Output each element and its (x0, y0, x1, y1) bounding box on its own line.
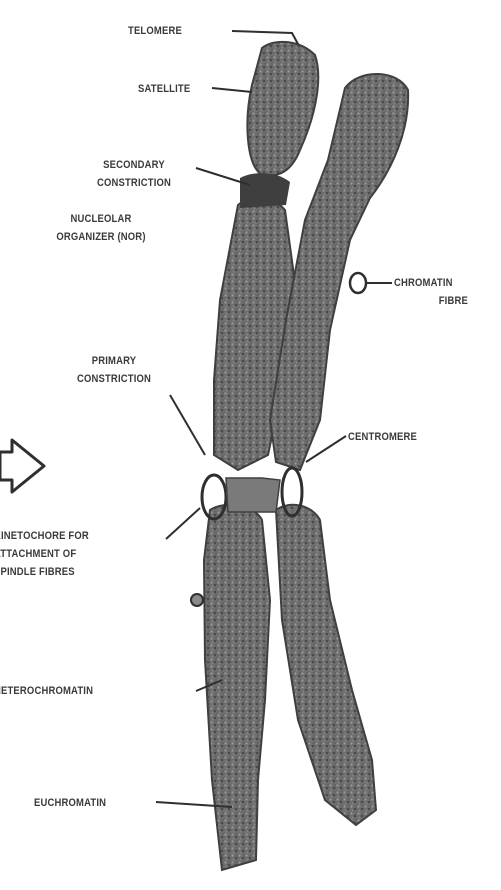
kinetochore-leader (166, 508, 200, 539)
satellite-leader (212, 88, 252, 92)
satellite-label: SATELLITE (138, 80, 190, 98)
nucleolar-organizer-line-2: ORGANIZER (NOR) (19, 228, 182, 246)
heterochromatin-label: HETEROCHROMATIN (0, 682, 93, 700)
centromere-label: CENTROMERE (348, 428, 417, 446)
secondary-constriction-leader (196, 168, 250, 185)
euchromatin-label: EUCHROMATIN (34, 794, 106, 812)
secondary-constriction-label: SECONDARY CONSTRICTION (74, 156, 194, 192)
secondary-constriction-line-2: CONSTRICTION (74, 174, 194, 192)
kinetochore-line-1: KINETOCHORE FOR (0, 527, 89, 545)
chromatin-fibre-label: CHROMATIN FIBRE (394, 274, 489, 310)
telomere-label: TELOMERE (128, 22, 182, 40)
nucleolar-organizer-label: NUCLEOLAR ORGANIZER (NOR) (19, 210, 182, 246)
right-chromatid (270, 74, 408, 825)
arrow-icon (0, 440, 44, 492)
chromatin-fibre-loop (350, 273, 366, 293)
lower-right-arm (276, 505, 376, 825)
satellite-shape (247, 42, 318, 176)
chromatin-fibre-line-2: FIBRE (394, 292, 489, 310)
chromatin-fibre-line-1: CHROMATIN (394, 274, 489, 292)
primary-constriction-line-1: PRIMARY (54, 352, 174, 370)
secondary-constriction-band (240, 173, 290, 208)
kinetochore-line-2: ATTACHMENT OF (0, 545, 89, 563)
primary-constriction-line-2: CONSTRICTION (54, 370, 174, 388)
secondary-constriction-line-1: SECONDARY (74, 156, 194, 174)
primary-constriction-leader (170, 395, 205, 455)
kinetochore-knob (191, 594, 203, 606)
kinetochore-label: KINETOCHORE FOR ATTACHMENT OF SPINDLE FI… (0, 527, 89, 581)
lower-left-arm (204, 505, 270, 870)
nucleolar-organizer-line-1: NUCLEOLAR (19, 210, 182, 228)
primary-constriction-label: PRIMARY CONSTRICTION (54, 352, 174, 388)
kinetochore-line-3: SPINDLE FIBRES (0, 563, 89, 581)
